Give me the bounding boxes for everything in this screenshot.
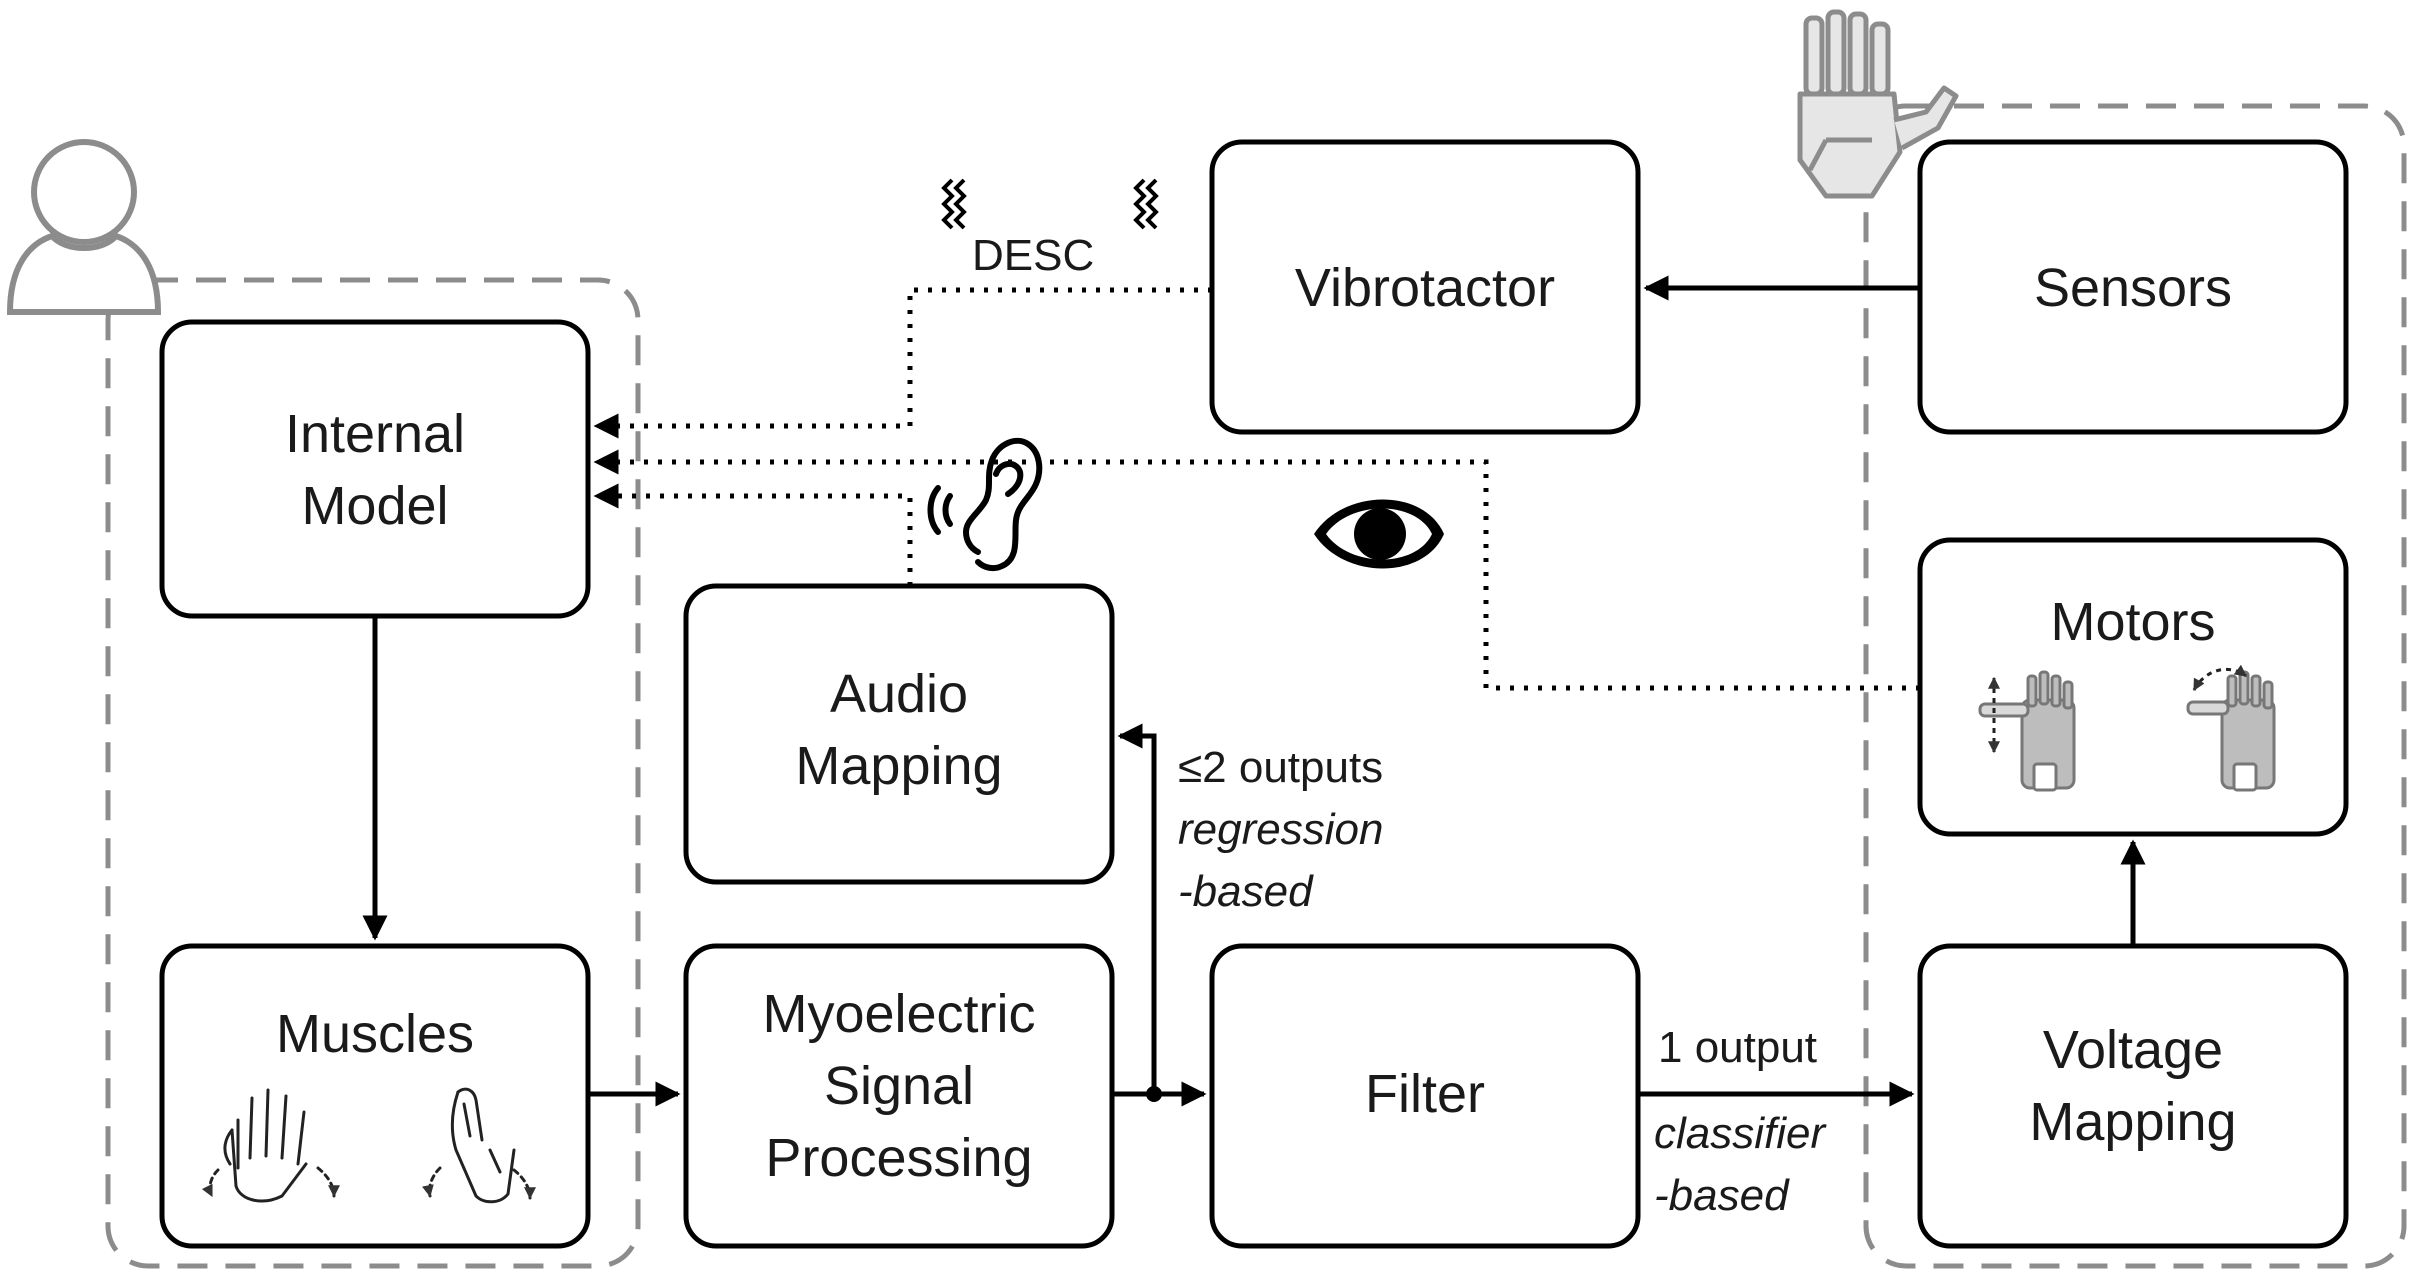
sensors-label: Sensors <box>2034 258 2232 318</box>
myoelectric-label-line3: Processing <box>765 1128 1032 1188</box>
voltage-mapping-label-line2: Mapping <box>2029 1092 2236 1152</box>
person-icon <box>6 139 162 315</box>
regression-type-line2: -based <box>1178 867 1314 916</box>
audio-mapping-label-line2: Mapping <box>795 736 1002 796</box>
internal-model-label-line2: Model <box>301 476 448 536</box>
classifier-type-line2: -based <box>1654 1171 1790 1220</box>
robotic-hand-icon <box>1797 9 1959 199</box>
motors-label: Motors <box>2050 592 2215 652</box>
filter-label: Filter <box>1365 1064 1485 1124</box>
edge-vibrotactor-to-internal-model <box>593 287 1212 439</box>
vibrotactor-label: Vibrotactor <box>1295 258 1555 318</box>
vibration-icon: DESC <box>941 178 1159 280</box>
edge-audio-mapping-to-internal-model <box>593 483 913 586</box>
edge-motors-to-internal-model <box>593 449 1920 691</box>
motor-hand-icon <box>1978 670 2276 792</box>
motors-node: Motors <box>1917 537 2349 837</box>
voltage-mapping-node: Voltage Mapping <box>1917 943 2349 1249</box>
myoelectric-node: Myoelectric Signal Processing <box>683 943 1115 1249</box>
classifier-type-line1: classifier <box>1654 1109 1827 1158</box>
regression-type-line1: regression <box>1178 805 1383 854</box>
filter-node: Filter <box>1209 943 1641 1249</box>
hand-flex-icon <box>422 1087 536 1204</box>
myoelectric-label-line1: Myoelectric <box>762 984 1035 1044</box>
muscles-label: Muscles <box>276 1004 474 1064</box>
audio-mapping-node: Audio Mapping <box>683 583 1115 885</box>
internal-model-label-line1: Internal <box>285 404 465 464</box>
ear-icon <box>927 437 1043 572</box>
hand-open-icon <box>201 1088 340 1203</box>
desc-label: DESC <box>972 231 1094 280</box>
muscles-node: Muscles <box>159 943 591 1249</box>
myoelectric-label-line2: Signal <box>824 1056 974 1116</box>
classifier-outputs-label: 1 output <box>1658 1023 1817 1072</box>
vibrotactor-node: Vibrotactor <box>1209 139 1641 435</box>
prosthesis-group-outline <box>1863 103 2407 1269</box>
motor-direction-arrows <box>1988 664 2247 754</box>
regression-outputs-label: ≤2 outputs <box>1178 743 1383 792</box>
eye-icon <box>1314 499 1444 569</box>
audio-mapping-label-line1: Audio <box>830 664 968 724</box>
voltage-mapping-label-line1: Voltage <box>2043 1020 2223 1080</box>
user-group-outline <box>105 277 641 1269</box>
internal-model-node: Internal Model <box>159 319 591 619</box>
sensors-node: Sensors <box>1917 139 2349 435</box>
edge-myoelectric-to-audio-mapping <box>1117 723 1157 1094</box>
